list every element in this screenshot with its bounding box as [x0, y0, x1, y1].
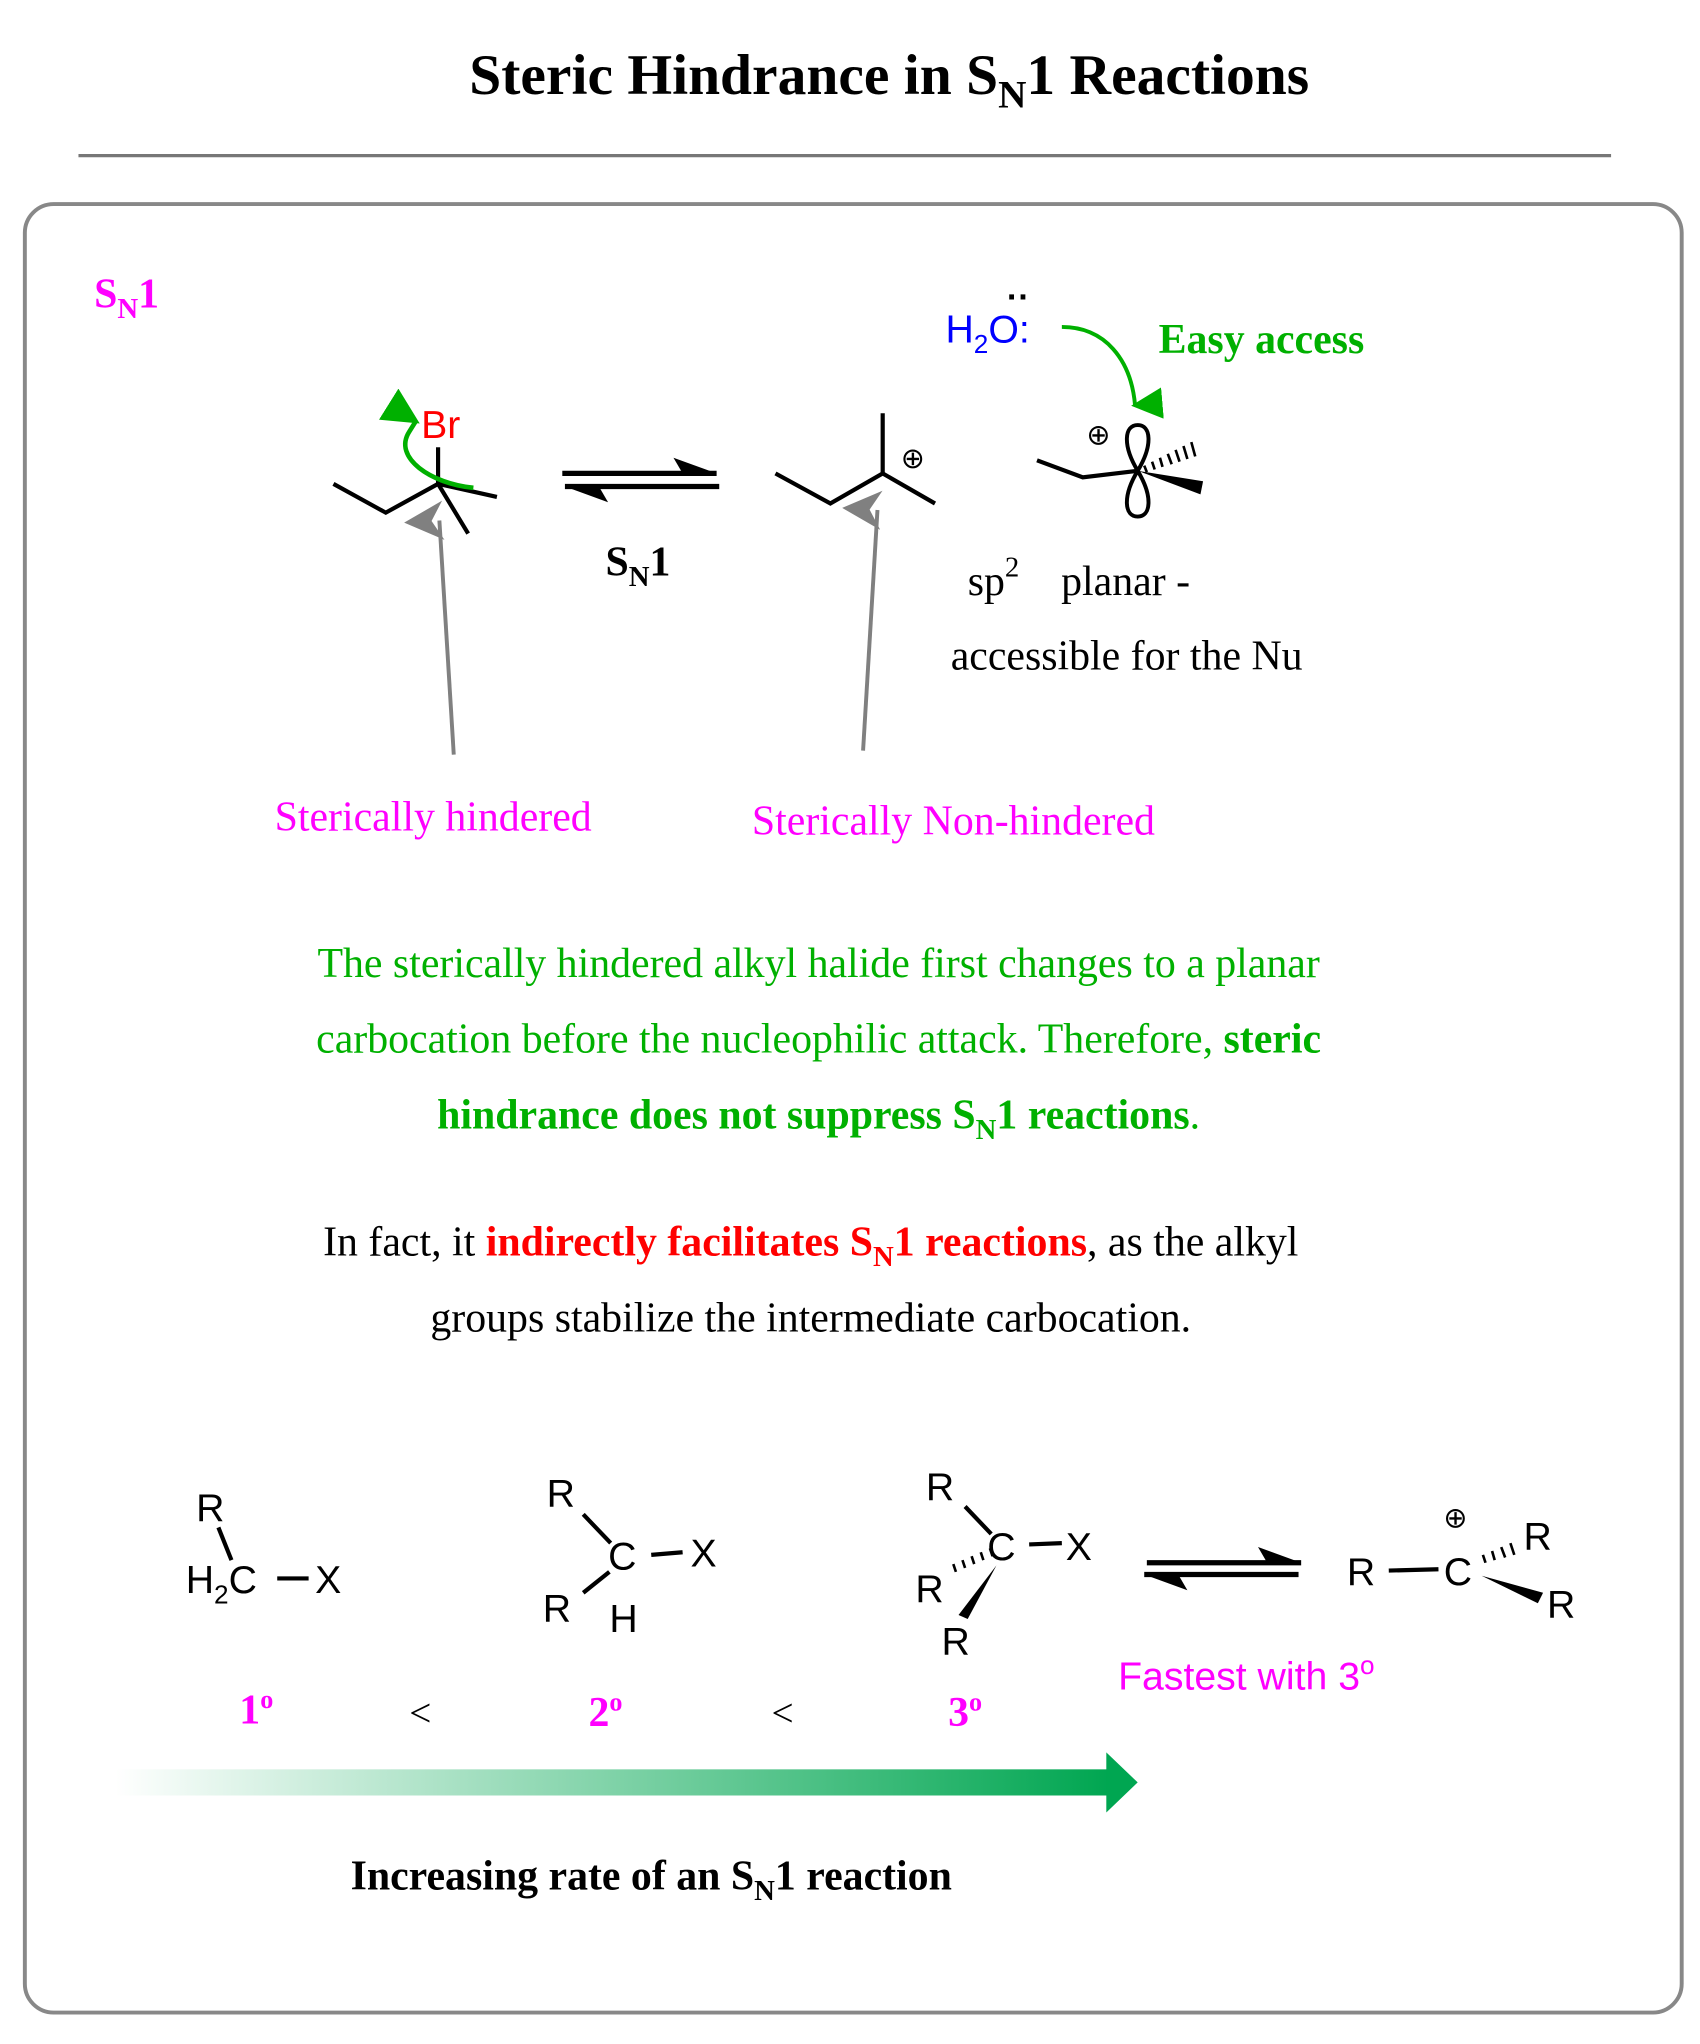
water-nucleophile: H2O: [945, 308, 1029, 359]
tertiary-halide-structure: R C X R R [915, 1465, 1092, 1663]
svg-text:groups stabilize the intermedi: groups stabilize the intermediate carboc… [430, 1295, 1191, 1341]
rate-label: Increasing rate of an SN1 reaction [351, 1854, 952, 1907]
svg-text:R: R [1547, 1583, 1575, 1627]
accessible-label: accessible for the Nu [951, 634, 1303, 680]
svg-text:R: R [543, 1587, 571, 1631]
increasing-rate-arrow-icon [115, 1752, 1138, 1813]
pointer-arrow-icon [842, 490, 883, 751]
svg-text:R: R [915, 1567, 943, 1611]
plus-charge-icon: ⊕ [901, 443, 925, 475]
svg-text:R: R [926, 1465, 954, 1509]
svg-text:X: X [690, 1532, 716, 1576]
alkyl-bromide-structure: Br [332, 388, 498, 535]
svg-text:R: R [196, 1486, 224, 1530]
sterically-hindered-label: Sterically hindered [275, 794, 592, 840]
svg-text:H: H [609, 1597, 637, 1641]
svg-text:C: C [608, 1534, 636, 1578]
arrow-label: SN1 [605, 539, 670, 592]
svg-text:X: X [315, 1558, 341, 1602]
svg-text:carbocation before the nucleop: carbocation before the nucleophilic atta… [316, 1017, 1321, 1063]
svg-text:C: C [1444, 1550, 1472, 1594]
tertiary-carbocation-structure: R C ⊕ R R [1347, 1502, 1575, 1626]
stabilization-paragraph: In fact, it indirectly facilitates SN1 r… [323, 1219, 1298, 1341]
svg-text:R: R [1523, 1515, 1551, 1559]
fastest-label: Fastest with 3o [1118, 1650, 1374, 1699]
svg-text:X: X [1066, 1525, 1092, 1569]
plus-charge-icon: ⊕ [1443, 1502, 1467, 1534]
explanation-paragraph: The sterically hindered alkyl halide fir… [316, 941, 1321, 1146]
svg-text:In fact, it indirectly facilit: In fact, it indirectly facilitates SN1 r… [323, 1219, 1298, 1272]
carbocation-structure: ⊕ [774, 413, 937, 506]
p-orbital-icon [1124, 423, 1151, 519]
svg-text:3o: 3o [948, 1688, 982, 1737]
svg-text:H2C: H2C [186, 1558, 257, 1609]
svg-text:Br: Br [421, 403, 460, 447]
equilibrium-arrow-icon [1144, 1547, 1302, 1591]
sterically-nonhindered-label: Sterically Non-hindered [752, 798, 1155, 844]
svg-text:R: R [1347, 1550, 1375, 1594]
svg-text:hindrance does not suppress SN: hindrance does not suppress SN1 reaction… [437, 1093, 1200, 1146]
svg-text:1o: 1o [239, 1685, 273, 1734]
secondary-halide-structure: R C X R H [543, 1472, 717, 1642]
plus-charge-icon: ⊕ [1086, 420, 1110, 452]
pointer-arrow-icon [404, 500, 456, 755]
svg-text:2o: 2o [588, 1688, 622, 1737]
section-label: SN1 [94, 271, 159, 324]
p-orbital-carbocation: ⊕ [1036, 420, 1204, 519]
svg-text:R: R [547, 1472, 575, 1516]
attack-arrow-icon [1061, 325, 1164, 419]
page-title: Steric Hindrance in SN1 Reactions [469, 44, 1309, 116]
easy-access-label: Easy access [1159, 317, 1365, 363]
order-labels: 1o 2o 3o [239, 1685, 982, 1736]
less-than-sign: < [409, 1692, 431, 1735]
svg-text:The sterically hindered alkyl: The sterically hindered alkyl halide fir… [317, 941, 1319, 987]
content-frame [22, 202, 1684, 2015]
primary-halide-structure: R H2C X [186, 1486, 342, 1609]
svg-text:C: C [987, 1525, 1015, 1569]
less-than-sign: < [772, 1692, 794, 1735]
lone-pair-dots: ·· [1007, 279, 1030, 317]
equilibrium-arrow-icon [562, 457, 720, 503]
svg-text:R: R [942, 1619, 970, 1663]
curved-arrow-icon [378, 388, 474, 491]
